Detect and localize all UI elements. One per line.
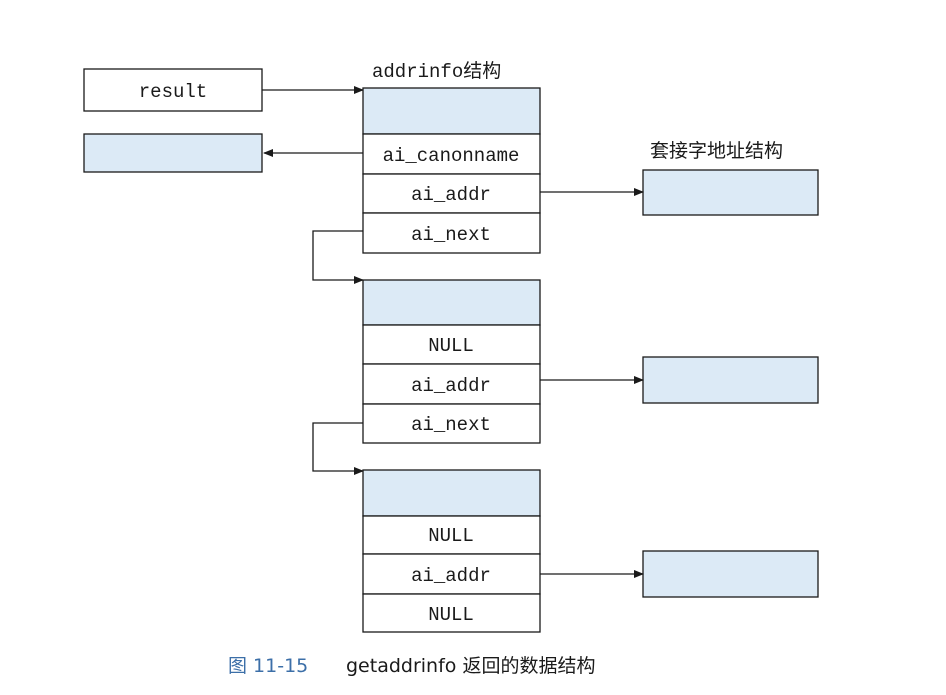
result-box: result [83, 68, 263, 112]
node-0-header [362, 87, 541, 135]
node-1-field-2-text: ai_next [411, 414, 491, 436]
addrinfo-struct-label: addrinfo结构 [372, 60, 501, 83]
socket-addr-box-0 [642, 169, 819, 216]
addrinfo-node-2: NULL ai_addr NULL [362, 469, 541, 633]
node-2-field-2-text: NULL [428, 604, 474, 626]
figure-caption: getaddrinfo 返回的数据结构 [346, 655, 595, 677]
node-2-field-0 [362, 515, 541, 555]
result-label: result [139, 81, 207, 103]
addrinfo-node-0: ai_canonname ai_addr ai_next [362, 87, 541, 254]
node-0-field-1 [362, 173, 541, 214]
node-0-field-0-text: ai_canonname [383, 145, 520, 167]
node-1-field-1-text: ai_addr [411, 375, 491, 397]
socket-addr-box-1 [642, 356, 819, 404]
socket-addr-box-2 [642, 550, 819, 598]
ai-next-arrow-1 [312, 422, 364, 475]
node-2-field-1 [362, 553, 541, 595]
node-0-field-2 [362, 212, 541, 254]
node-2-field-0-text: NULL [428, 525, 474, 547]
node-2-field-1-text: ai_addr [411, 565, 491, 587]
addrinfo-node-1: NULL ai_addr ai_next [362, 279, 541, 444]
ai-next-arrow-0 [312, 230, 364, 284]
node-2-header [362, 469, 541, 517]
node-1-field-0-text: NULL [428, 335, 474, 357]
figure-number: 图 11-15 [228, 655, 308, 677]
node-0-field-2-text: ai_next [411, 224, 491, 246]
node-0-field-1-text: ai_addr [411, 184, 491, 206]
node-2-field-2 [362, 593, 541, 633]
node-1-field-2 [362, 403, 541, 444]
socket-addr-struct-label: 套接字地址结构 [650, 140, 783, 162]
node-0-field-0 [362, 133, 541, 175]
node-1-header [362, 279, 541, 326]
canonical-name-box [83, 133, 263, 173]
